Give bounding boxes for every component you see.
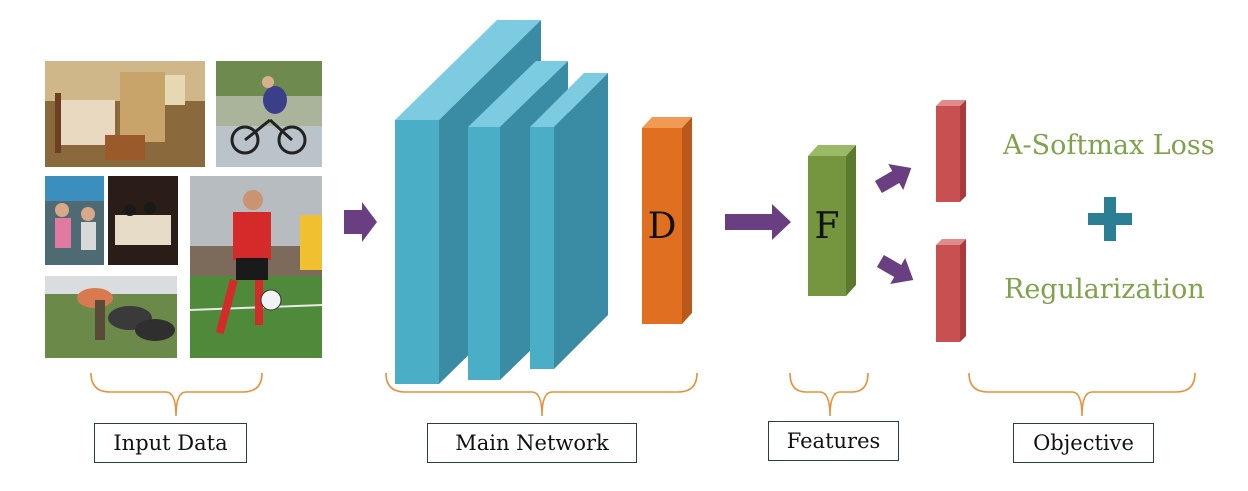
plus-icon — [1088, 197, 1132, 241]
input-image-field — [45, 276, 177, 358]
caption-input-data: Input Data — [94, 423, 247, 463]
right-arrow-icon — [876, 254, 914, 284]
right-arrow-icon — [725, 204, 791, 240]
input-image-bedroom — [45, 61, 205, 167]
curly-brace-icon — [968, 372, 1196, 417]
input-image-dark-room — [108, 176, 178, 265]
f-block: F — [808, 145, 856, 296]
loss-bar — [936, 100, 966, 202]
curly-brace-icon — [90, 372, 263, 417]
network-layer-3 — [530, 73, 608, 369]
curly-brace-icon — [789, 372, 869, 417]
input-images — [45, 61, 323, 358]
d-block-label: D — [648, 206, 677, 247]
f-block-label: F — [815, 206, 840, 247]
d-block: D — [642, 117, 692, 324]
regularization-bar — [936, 239, 966, 342]
caption-features: Features — [768, 421, 899, 461]
right-arrow-icon — [874, 164, 912, 194]
a-softmax-loss-label: A-Softmax Loss — [1003, 130, 1215, 161]
input-image-people — [45, 176, 104, 265]
regularization-label: Regularization — [1004, 274, 1205, 305]
curly-brace-icon — [385, 372, 698, 417]
input-image-cyclist — [216, 61, 322, 167]
caption-main-network: Main Network — [427, 423, 637, 463]
caption-objective: Objective — [1013, 423, 1154, 463]
right-arrow-icon — [344, 202, 377, 242]
input-image-soccer — [189, 176, 323, 358]
